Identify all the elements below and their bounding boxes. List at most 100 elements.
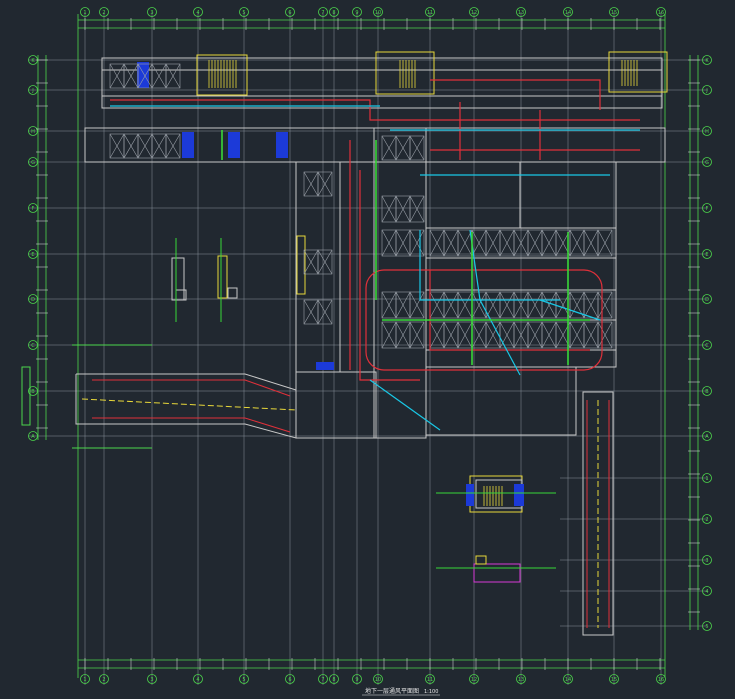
axis-label: 5 xyxy=(242,677,245,683)
axis-label: 4 xyxy=(705,589,708,595)
axis-bubble-icon: 6 xyxy=(285,674,295,684)
axis-bubble-icon: 10 xyxy=(373,7,383,17)
ramp-left xyxy=(75,373,297,439)
axis-bubble-icon: 7 xyxy=(318,7,328,17)
axis-bubble-icon: A xyxy=(702,431,712,441)
axis-label: 11 xyxy=(427,10,433,16)
axis-bubble-icon: 13 xyxy=(516,7,526,17)
axis-bubble-icon: C xyxy=(702,340,712,350)
axis-label: 15 xyxy=(611,677,617,683)
axis-bubble-icon: E xyxy=(702,249,712,259)
axis-bubble-icon: 3 xyxy=(147,7,157,17)
drawing-title-block: 地下一层通风平面图 1:100 xyxy=(362,687,440,696)
axis-label: 13 xyxy=(518,677,524,683)
axis-bubble-icon: J xyxy=(702,85,712,95)
axis-label: K xyxy=(31,58,35,64)
axis-label: F xyxy=(32,206,35,212)
parking-stalls xyxy=(109,63,613,349)
axis-bubble-icon: 14 xyxy=(563,7,573,17)
axis-label: E xyxy=(31,252,34,258)
axis-label: 6 xyxy=(288,677,291,683)
axis-bubble-icon: 16 xyxy=(656,7,666,17)
axis-label: 15 xyxy=(611,10,617,16)
shaft-lower-bottom xyxy=(436,555,556,583)
axis-bubble-icon: 15 xyxy=(609,674,619,684)
axis-label: 3 xyxy=(150,677,153,683)
axis-label: H xyxy=(31,129,35,135)
axis-bubble-icon: 1 xyxy=(80,7,90,17)
axis-bubble-icon: 2 xyxy=(702,514,712,524)
axis-label: B xyxy=(705,389,709,395)
axis-bubble-icon: 1 xyxy=(702,473,712,483)
axis-bubble-icon: D xyxy=(702,294,712,304)
ramp-right xyxy=(582,391,614,636)
fan-room-left xyxy=(171,238,238,322)
axis-bubble-icon: 9 xyxy=(352,7,362,17)
axis-label: 4 xyxy=(196,10,199,16)
axis-bubble-icon: B xyxy=(28,386,38,396)
axis-label: 10 xyxy=(375,677,381,683)
axis-label: K xyxy=(705,58,709,64)
axis-label: 8 xyxy=(332,677,335,683)
axis-bubble-icon: 3 xyxy=(147,674,157,684)
axis-label: 2 xyxy=(102,10,105,16)
axis-label: C xyxy=(31,343,35,349)
axis-bubble-icon: B xyxy=(702,386,712,396)
axis-bubble-icon: 5 xyxy=(702,621,712,631)
axis-label: 2 xyxy=(705,517,708,523)
supply-duct-red xyxy=(110,79,640,381)
axis-label: E xyxy=(705,252,708,258)
axis-label: D xyxy=(31,297,35,303)
axis-bubble-icon: 5 xyxy=(239,674,249,684)
axis-bubble-icon: 14 xyxy=(563,674,573,684)
axis-label: 4 xyxy=(196,677,199,683)
axis-label: 3 xyxy=(150,10,153,16)
axis-bubble-icon: 11 xyxy=(425,674,435,684)
stair-stripes xyxy=(208,60,638,506)
axis-bubble-icon: 8 xyxy=(329,7,339,17)
axis-bubble-icon: H xyxy=(702,126,712,136)
axis-label: 16 xyxy=(658,10,664,16)
axis-label: 5 xyxy=(705,624,708,630)
axis-bubble-icon: 2 xyxy=(99,7,109,17)
drawing-title: 地下一层通风平面图 xyxy=(365,687,419,695)
axis-label: 6 xyxy=(288,10,291,16)
axis-label: J xyxy=(31,88,33,94)
axis-label: J xyxy=(705,88,707,94)
axis-label: 14 xyxy=(565,677,571,683)
axis-label: 8 xyxy=(332,10,335,16)
axis-bubble-icon: G xyxy=(702,157,712,167)
axis-label: H xyxy=(705,129,709,135)
building-top-wing xyxy=(84,57,666,163)
axis-label: 9 xyxy=(355,677,358,683)
axis-label: A xyxy=(705,434,709,440)
axis-bubble-icon: F xyxy=(28,203,38,213)
axis-bubble-icon: 8 xyxy=(329,674,339,684)
axis-label: 1 xyxy=(83,677,86,683)
shaft-lower-top xyxy=(436,479,556,509)
axis-bubble-icon: 4 xyxy=(193,674,203,684)
axis-label: 2 xyxy=(102,677,105,683)
axis-label: 7 xyxy=(321,10,324,16)
axis-label: 13 xyxy=(518,10,524,16)
axis-label: F xyxy=(706,206,709,212)
axis-bubble-icon: 7 xyxy=(318,674,328,684)
axis-bubble-icon: 10 xyxy=(373,674,383,684)
axis-label: D xyxy=(705,297,709,303)
axis-bubble-icon: 15 xyxy=(609,7,619,17)
axis-label: B xyxy=(31,389,35,395)
axis-bubble-icon: 5 xyxy=(239,7,249,17)
axis-bubble-icon: D xyxy=(28,294,38,304)
axis-label: G xyxy=(31,160,35,166)
axis-label: 16 xyxy=(658,677,664,683)
axis-label: 1 xyxy=(705,476,708,482)
exhaust-duct-cyan xyxy=(110,105,640,431)
axis-bubble-icon: K xyxy=(702,55,712,65)
axis-bubble-icon: J xyxy=(28,85,38,95)
axis-bubble-icon: 2 xyxy=(99,674,109,684)
